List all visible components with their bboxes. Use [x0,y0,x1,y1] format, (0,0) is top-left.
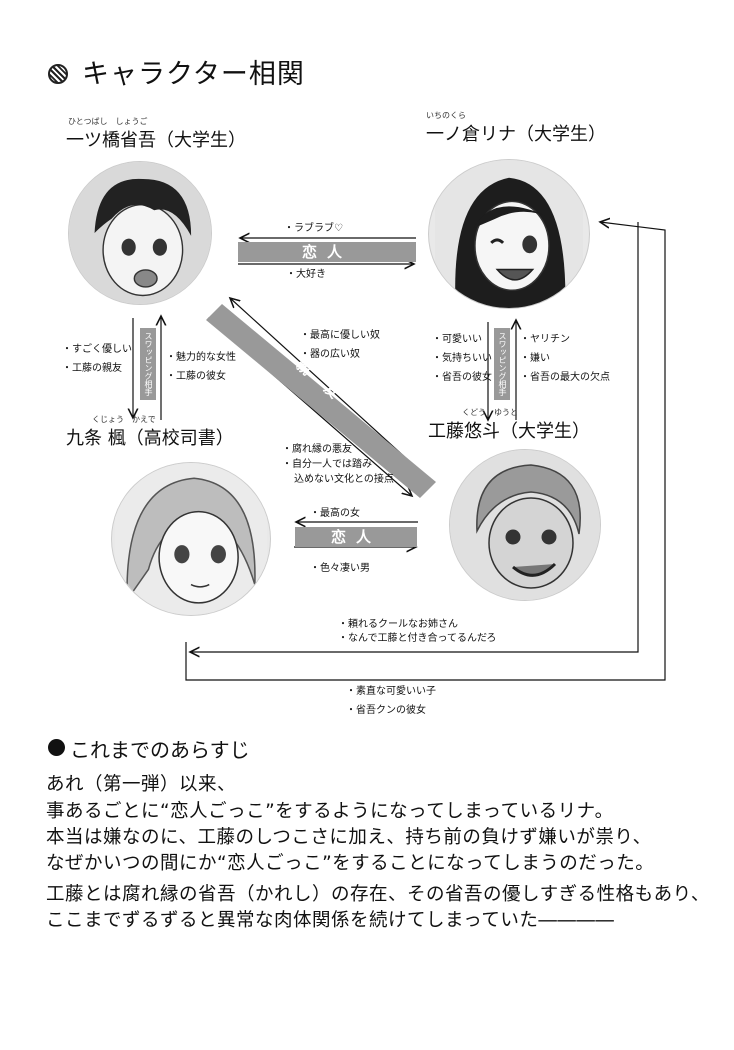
note-line: ・腐れ縁の悪友 [282,444,352,455]
synopsis-line: なぜかいつの間にか“恋人ごっこ”をすることになってしまうのだった。 [46,853,655,874]
koibito-label-bottom: 恋人 [330,528,381,546]
note-rina-to-kaede: ・素直な可愛いい子 ・省吾クンの彼女 [346,682,436,720]
note-line: ・自分一人では踏み [282,459,372,470]
kaede-name: 九条 楓（高校司書） [66,428,234,449]
note-kudo-to-shogo: ・最高に優しい奴 ・器の広い奴 [300,326,380,364]
note-line: ・省吾の彼女 [432,372,492,383]
note-line: ・ヤリチン [520,334,570,345]
kudo-ruby: くどう ゆうと [462,408,518,417]
rina-name: 一ノ倉リナ（大学生） [426,124,606,145]
synopsis-line: 工藤とは腐れ縁の省吾（かれし）の存在、その省吾の優しすぎる性格もあり、 [46,884,710,905]
kaede-ruby: くじょう かえで [92,415,156,424]
synopsis-bullet-icon [48,739,65,756]
note-rina-to-shogo: ・大好き [286,269,326,280]
note-line: ・器の広い奴 [300,349,360,360]
synopsis-heading: これまでのあらすじ [70,738,250,762]
note-kudo-to-kaede: ・最高の女 [310,508,360,519]
note-kaede-to-kudo: ・色々凄い男 [310,563,370,574]
kudo-face-icon [450,450,600,600]
note-line: ・魅力的な女性 [166,352,236,363]
koibito-label-top: 恋人 [301,243,352,261]
note-shogo-to-kaede: ・魅力的な女性 ・工藤の彼女 [166,348,236,386]
synopsis-line: 事あるごとに“恋人ごっこ”をするようになってしまっているリナ。 [46,801,614,822]
note-line: ・気持ちいい [432,353,492,364]
note-line: 込めない文化との接点 [294,474,394,485]
note-line: ・工藤の彼女 [166,371,226,382]
shogo-portrait [68,161,212,305]
note-line: ・すごく優しい [62,344,132,355]
synopsis-line: ここまでずるずると異常な肉体関係を続けてしまっていた―――― [46,910,615,931]
shogo-face-icon [69,162,211,304]
note-kudo-to-rina: ・可愛いい ・気持ちいい ・省吾の彼女 [432,330,492,387]
note-line: ・なんで工藤と付き合ってるんだろ [338,633,497,644]
note-line: ・可愛いい [432,334,482,345]
kaede-portrait [111,462,271,616]
note-line: ・頼れるクールなお姉さん [338,619,458,630]
synopsis-line: 本当は嫌なのに、工藤のしつこさに加え、持ち前の負けず嫌いが祟り、 [46,827,652,848]
note-kaede-to-rina: ・頼れるクールなお姉さん ・なんで工藤と付き合ってるんだろ [338,618,496,646]
shogo-ruby: ひとつばし しょうご [68,117,148,126]
note-line: ・嫌い [520,353,550,364]
page-title: キャラクター相関 [82,59,305,90]
note-line: ・省吾の最大の欠点 [520,372,610,383]
note-line: ・最高に優しい奴 [300,330,380,341]
note-shogo-to-rina: ・ラブラブ♡ [284,223,343,234]
note-shogo-to-kudo: ・腐れ縁の悪友 ・自分一人では踏み 込めない文化との接点 [282,442,394,487]
title-bullet-icon [48,64,68,84]
koibito-band-top: 恋人 [238,242,416,262]
swapping-band-left: スワッピング相手 [140,328,156,400]
note-line: ・省吾クンの彼女 [346,705,426,716]
kudo-portrait [449,449,601,601]
note-kaede-to-shogo: ・すごく優しい ・工藤の親友 [62,340,132,378]
rina-ruby: いちのくら [426,111,466,120]
kudo-name: 工藤悠斗（大学生） [428,421,590,442]
koibito-band-bottom: 恋人 [295,527,417,547]
rina-portrait [428,159,590,309]
note-rina-to-kudo: ・ヤリチン ・嫌い ・省吾の最大の欠点 [520,330,610,387]
kaede-face-icon [115,463,267,615]
rina-face-icon [435,160,583,308]
swapping-band-right: スワッピング相手 [494,328,510,400]
note-line: ・素直な可愛いい子 [346,686,436,697]
synopsis-line: あれ（第一弾）以来、 [46,774,237,795]
shogo-name: 一ツ橋省吾（大学生） [66,130,246,151]
note-line: ・工藤の親友 [62,363,122,374]
